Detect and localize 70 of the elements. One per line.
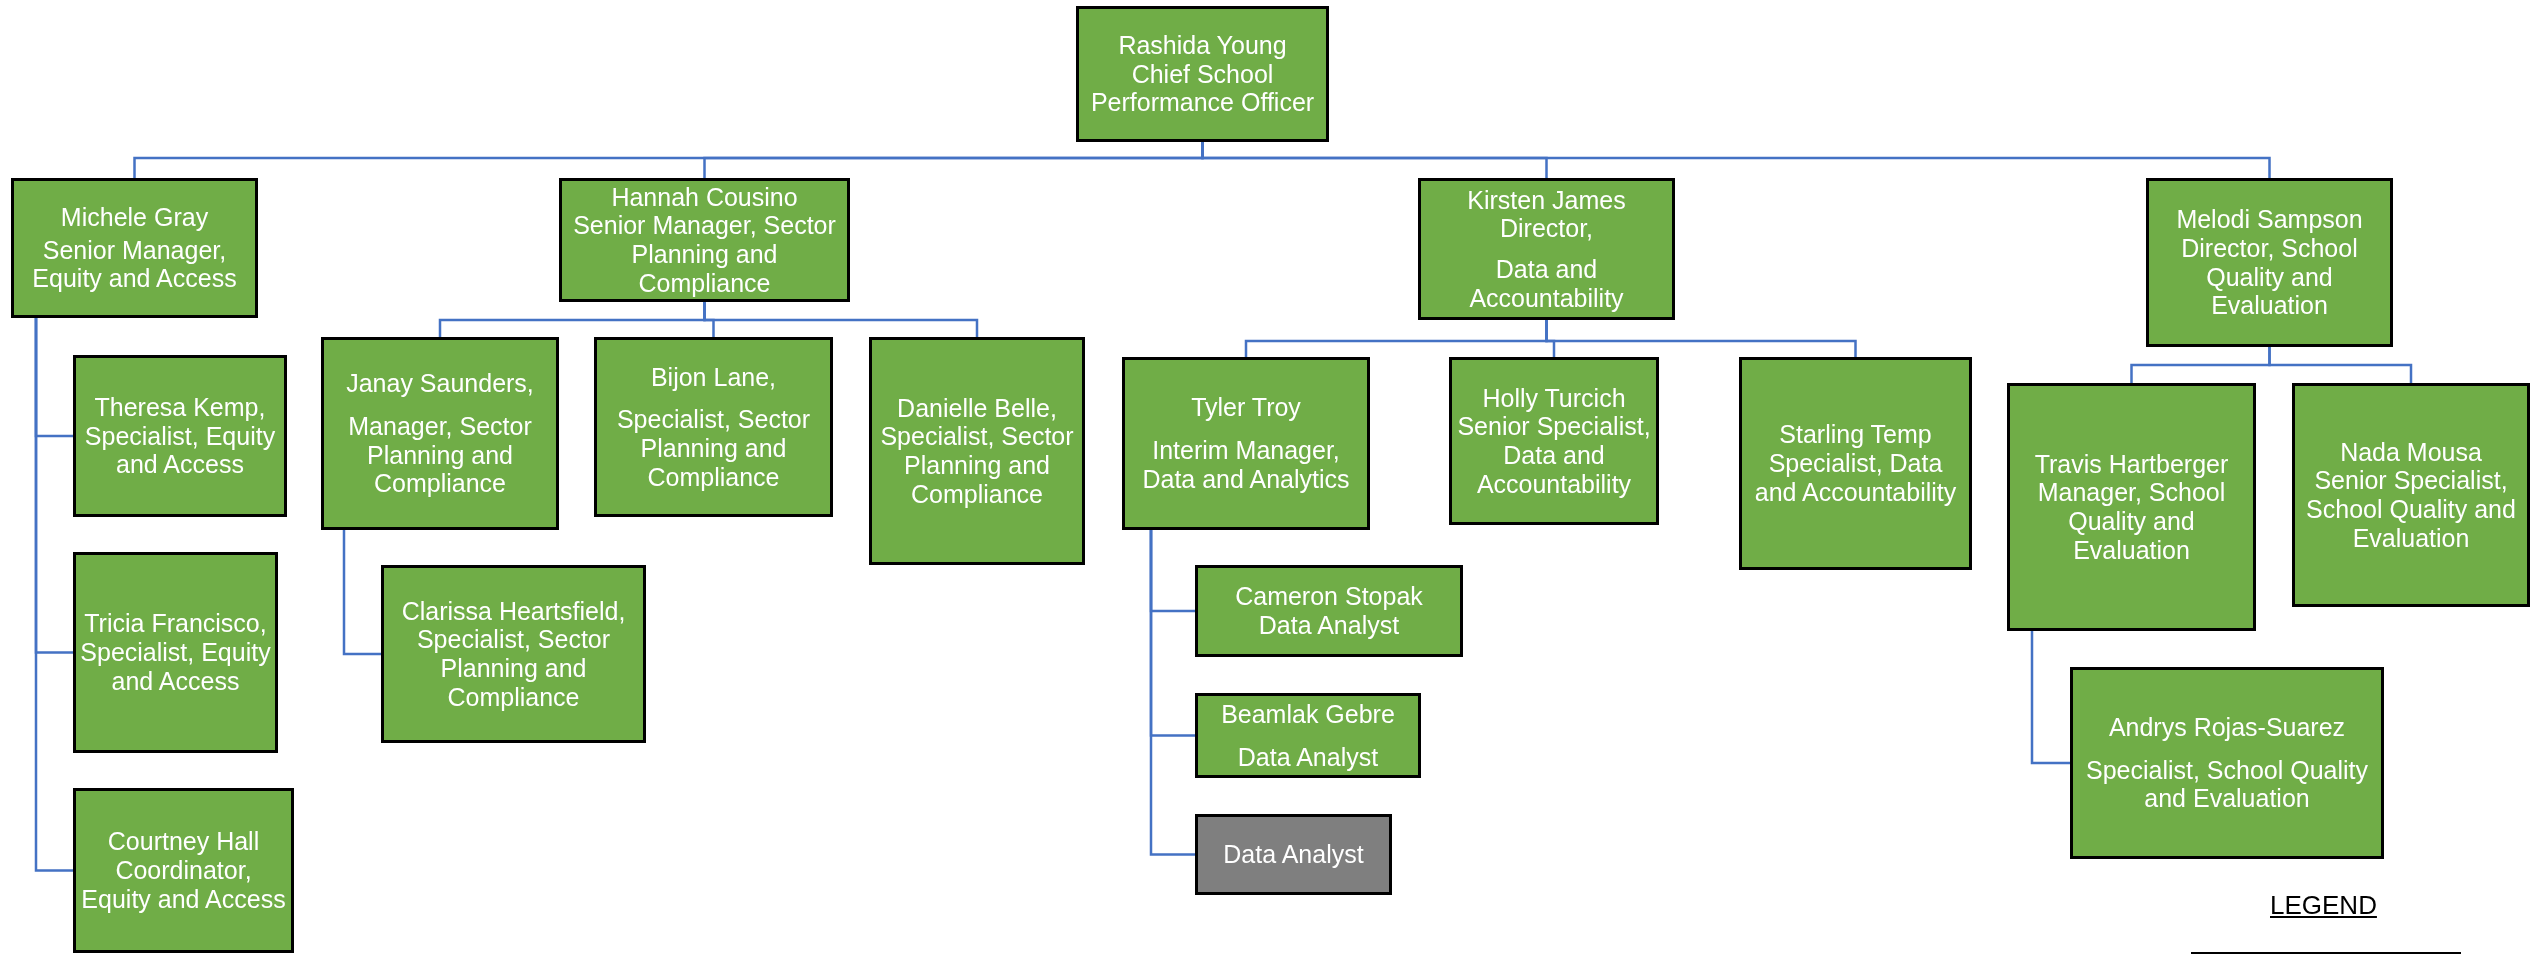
position-name: Courtney Hall bbox=[107, 827, 260, 857]
position-box bbox=[73, 552, 278, 753]
position-title: Senior Specialist, Data and Accountability bbox=[1456, 412, 1652, 499]
position-name: Travis Hartberger bbox=[2034, 449, 2229, 479]
position-name: Janay Saunders, bbox=[346, 369, 534, 398]
position-box bbox=[1195, 693, 1421, 778]
position-box bbox=[73, 355, 287, 517]
position-name: Andrys Rojas-Suarez bbox=[2108, 712, 2346, 742]
position-box bbox=[1122, 357, 1370, 530]
position-name: Michele Gray bbox=[60, 202, 209, 232]
position-title: Senior Specialist, School Quality and Evaluation bbox=[2305, 466, 2517, 553]
position-box bbox=[321, 337, 559, 530]
connector-line bbox=[703, 302, 979, 337]
position-title: Specialist, School Quality and Evaluation bbox=[2084, 755, 2370, 814]
legend-heading: LEGEND bbox=[2270, 890, 2377, 921]
connector-line bbox=[1149, 530, 1195, 856]
position-title: Senior Manager, Equity and Access bbox=[31, 235, 238, 294]
position-title: Specialist, Sector Planning and Compliance bbox=[879, 422, 1075, 509]
position-name: Tricia Francisco, bbox=[84, 609, 267, 639]
position-box bbox=[381, 565, 646, 743]
connector-line bbox=[2030, 631, 2070, 765]
position-box bbox=[73, 788, 294, 953]
position-title: Data Analyst bbox=[1258, 611, 1400, 640]
position-name: Holly Turcich bbox=[1482, 383, 1626, 413]
position-title: Director, School Quality and Evaluation bbox=[2180, 233, 2359, 320]
position-box bbox=[11, 178, 258, 318]
position-name: Starling Temp bbox=[1779, 420, 1932, 450]
position-title: Data and Accountability bbox=[1468, 255, 1625, 313]
position-name: Kirsten James Director, bbox=[1466, 185, 1627, 243]
position-title: Coordinator, Equity and Access bbox=[80, 856, 287, 914]
position-title: Senior Manager, Sector Planning and Compliance bbox=[572, 211, 837, 298]
position-box bbox=[869, 337, 1085, 565]
connector-line bbox=[2268, 347, 2413, 383]
position-box bbox=[1739, 357, 1972, 570]
position-name: Beamlak Gebre bbox=[1221, 699, 1395, 729]
position-name: Theresa Kemp, bbox=[94, 392, 266, 422]
position-title: Data Analyst bbox=[1237, 742, 1379, 772]
connector-line bbox=[1545, 320, 1857, 357]
position-box bbox=[1418, 178, 1675, 320]
position-box bbox=[2070, 667, 2384, 859]
position-name: Rashida Young bbox=[1118, 30, 1287, 60]
position-name: Cameron Stopak bbox=[1235, 582, 1423, 611]
position-name: Hannah Cousino bbox=[611, 182, 798, 212]
position-name: Clarissa Heartsfield, bbox=[401, 596, 626, 626]
position-box bbox=[2146, 178, 2393, 347]
position-title: Manager, School Quality and Evaluation bbox=[2036, 478, 2227, 565]
position-box bbox=[1076, 6, 1329, 142]
connector-line bbox=[34, 318, 73, 872]
position-name: Danielle Belle, bbox=[897, 393, 1057, 423]
connector-line bbox=[342, 530, 381, 656]
position-name: Data Analyst bbox=[1223, 840, 1364, 869]
position-box bbox=[559, 178, 850, 302]
position-title: Specialist, Data and Accountability bbox=[1753, 449, 1958, 507]
position-title: Manager, Sector Planning and Compliance bbox=[347, 411, 533, 498]
position-box bbox=[2292, 383, 2530, 607]
position-title: Specialist, Sector Planning and Compliance bbox=[615, 405, 812, 492]
position-title: Specialist, Sector Planning and Compliance bbox=[415, 625, 612, 712]
position-title: Specialist, Equity and Access bbox=[80, 638, 271, 696]
position-name: Melodi Sampson bbox=[2176, 205, 2363, 234]
position-title: Specialist, Equity and Access bbox=[83, 421, 277, 480]
position-title: Chief School Performance Officer bbox=[1089, 59, 1316, 118]
position-name: Tyler Troy bbox=[1191, 393, 1301, 423]
position-box bbox=[1449, 357, 1659, 525]
position-box bbox=[594, 337, 833, 517]
position-box bbox=[2007, 383, 2256, 631]
position-name: Bijon Lane, bbox=[650, 362, 777, 392]
vacant-position-box bbox=[1195, 814, 1392, 895]
position-name: Nada Mousa bbox=[2340, 437, 2482, 467]
position-box bbox=[1195, 565, 1463, 657]
position-title: Interim Manager, Data and Analytics bbox=[1141, 436, 1351, 494]
